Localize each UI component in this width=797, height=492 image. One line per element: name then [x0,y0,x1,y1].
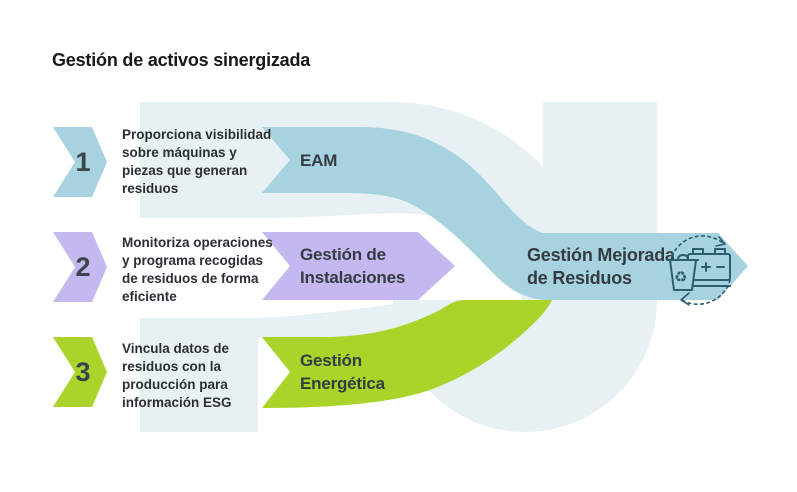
step1-number: 1 [75,146,91,177]
energy-label-line2: Energética [300,374,385,393]
step3-line2: residuos con la [122,359,222,374]
recycle-bin-glyph [667,254,699,291]
step2-line1: Monitoriza operaciones [122,235,273,250]
output-label: Gestión Mejorada de Residuos [527,244,675,290]
cycle-arrowhead-bottom [680,292,690,306]
energy-ribbon [262,300,552,408]
step2-number: 2 [75,251,91,282]
step3-chevron [53,337,107,407]
facilities-label-line2: Instalaciones [300,268,406,287]
energy-label-line1: Gestión [300,351,362,370]
output-label-line1: Gestión Mejorada [527,245,675,265]
step1-background-panel [140,102,263,218]
step2-description: Monitoriza operaciones y programa recogi… [122,234,273,306]
step1-line1: Proporciona visibilidad [122,127,272,142]
eam-output-ribbon [262,127,748,300]
energy-ribbon-label: Gestión Energética [300,349,385,395]
step2-line4: eficiente [122,289,177,304]
facilities-ribbon [262,232,455,300]
recycle-symbol-glyph: ♻ [674,268,687,286]
step2-line2: y programa recogidas [122,253,264,268]
step3-number: 3 [75,356,91,387]
cycle-arrowhead-top [715,236,726,247]
step1-line3: piezas que generan [122,163,248,178]
battery-glyph [687,248,731,287]
page-title: Gestión de activos sinergizada [52,50,311,70]
step3-line4: información ESG [122,395,232,410]
step3-background-panel [140,318,258,432]
facilities-label-line1: Gestión de [300,245,386,264]
output-label-line2: de Residuos [527,268,632,288]
step2-line3: de residuos de forma [122,271,259,286]
step3-line1: Vincula datos de [122,341,230,356]
battery-recycling-icon: ♻ [667,235,731,306]
cycle-arc-top [671,235,725,257]
step1-line4: residuos [122,181,179,196]
step2-chevron [53,232,107,302]
facilities-ribbon-label: Gestión de Instalaciones [300,243,405,289]
step1-description: Proporciona visibilidad sobre máquinas y… [122,126,271,198]
step1-line2: sobre máquinas y [122,145,237,160]
eam-label-line1: EAM [300,151,338,170]
step3-description: Vincula datos de residuos con la producc… [122,340,232,412]
step1-chevron [53,127,107,197]
step3-line3: producción para [122,377,228,392]
eam-ribbon-label: EAM [300,149,337,172]
